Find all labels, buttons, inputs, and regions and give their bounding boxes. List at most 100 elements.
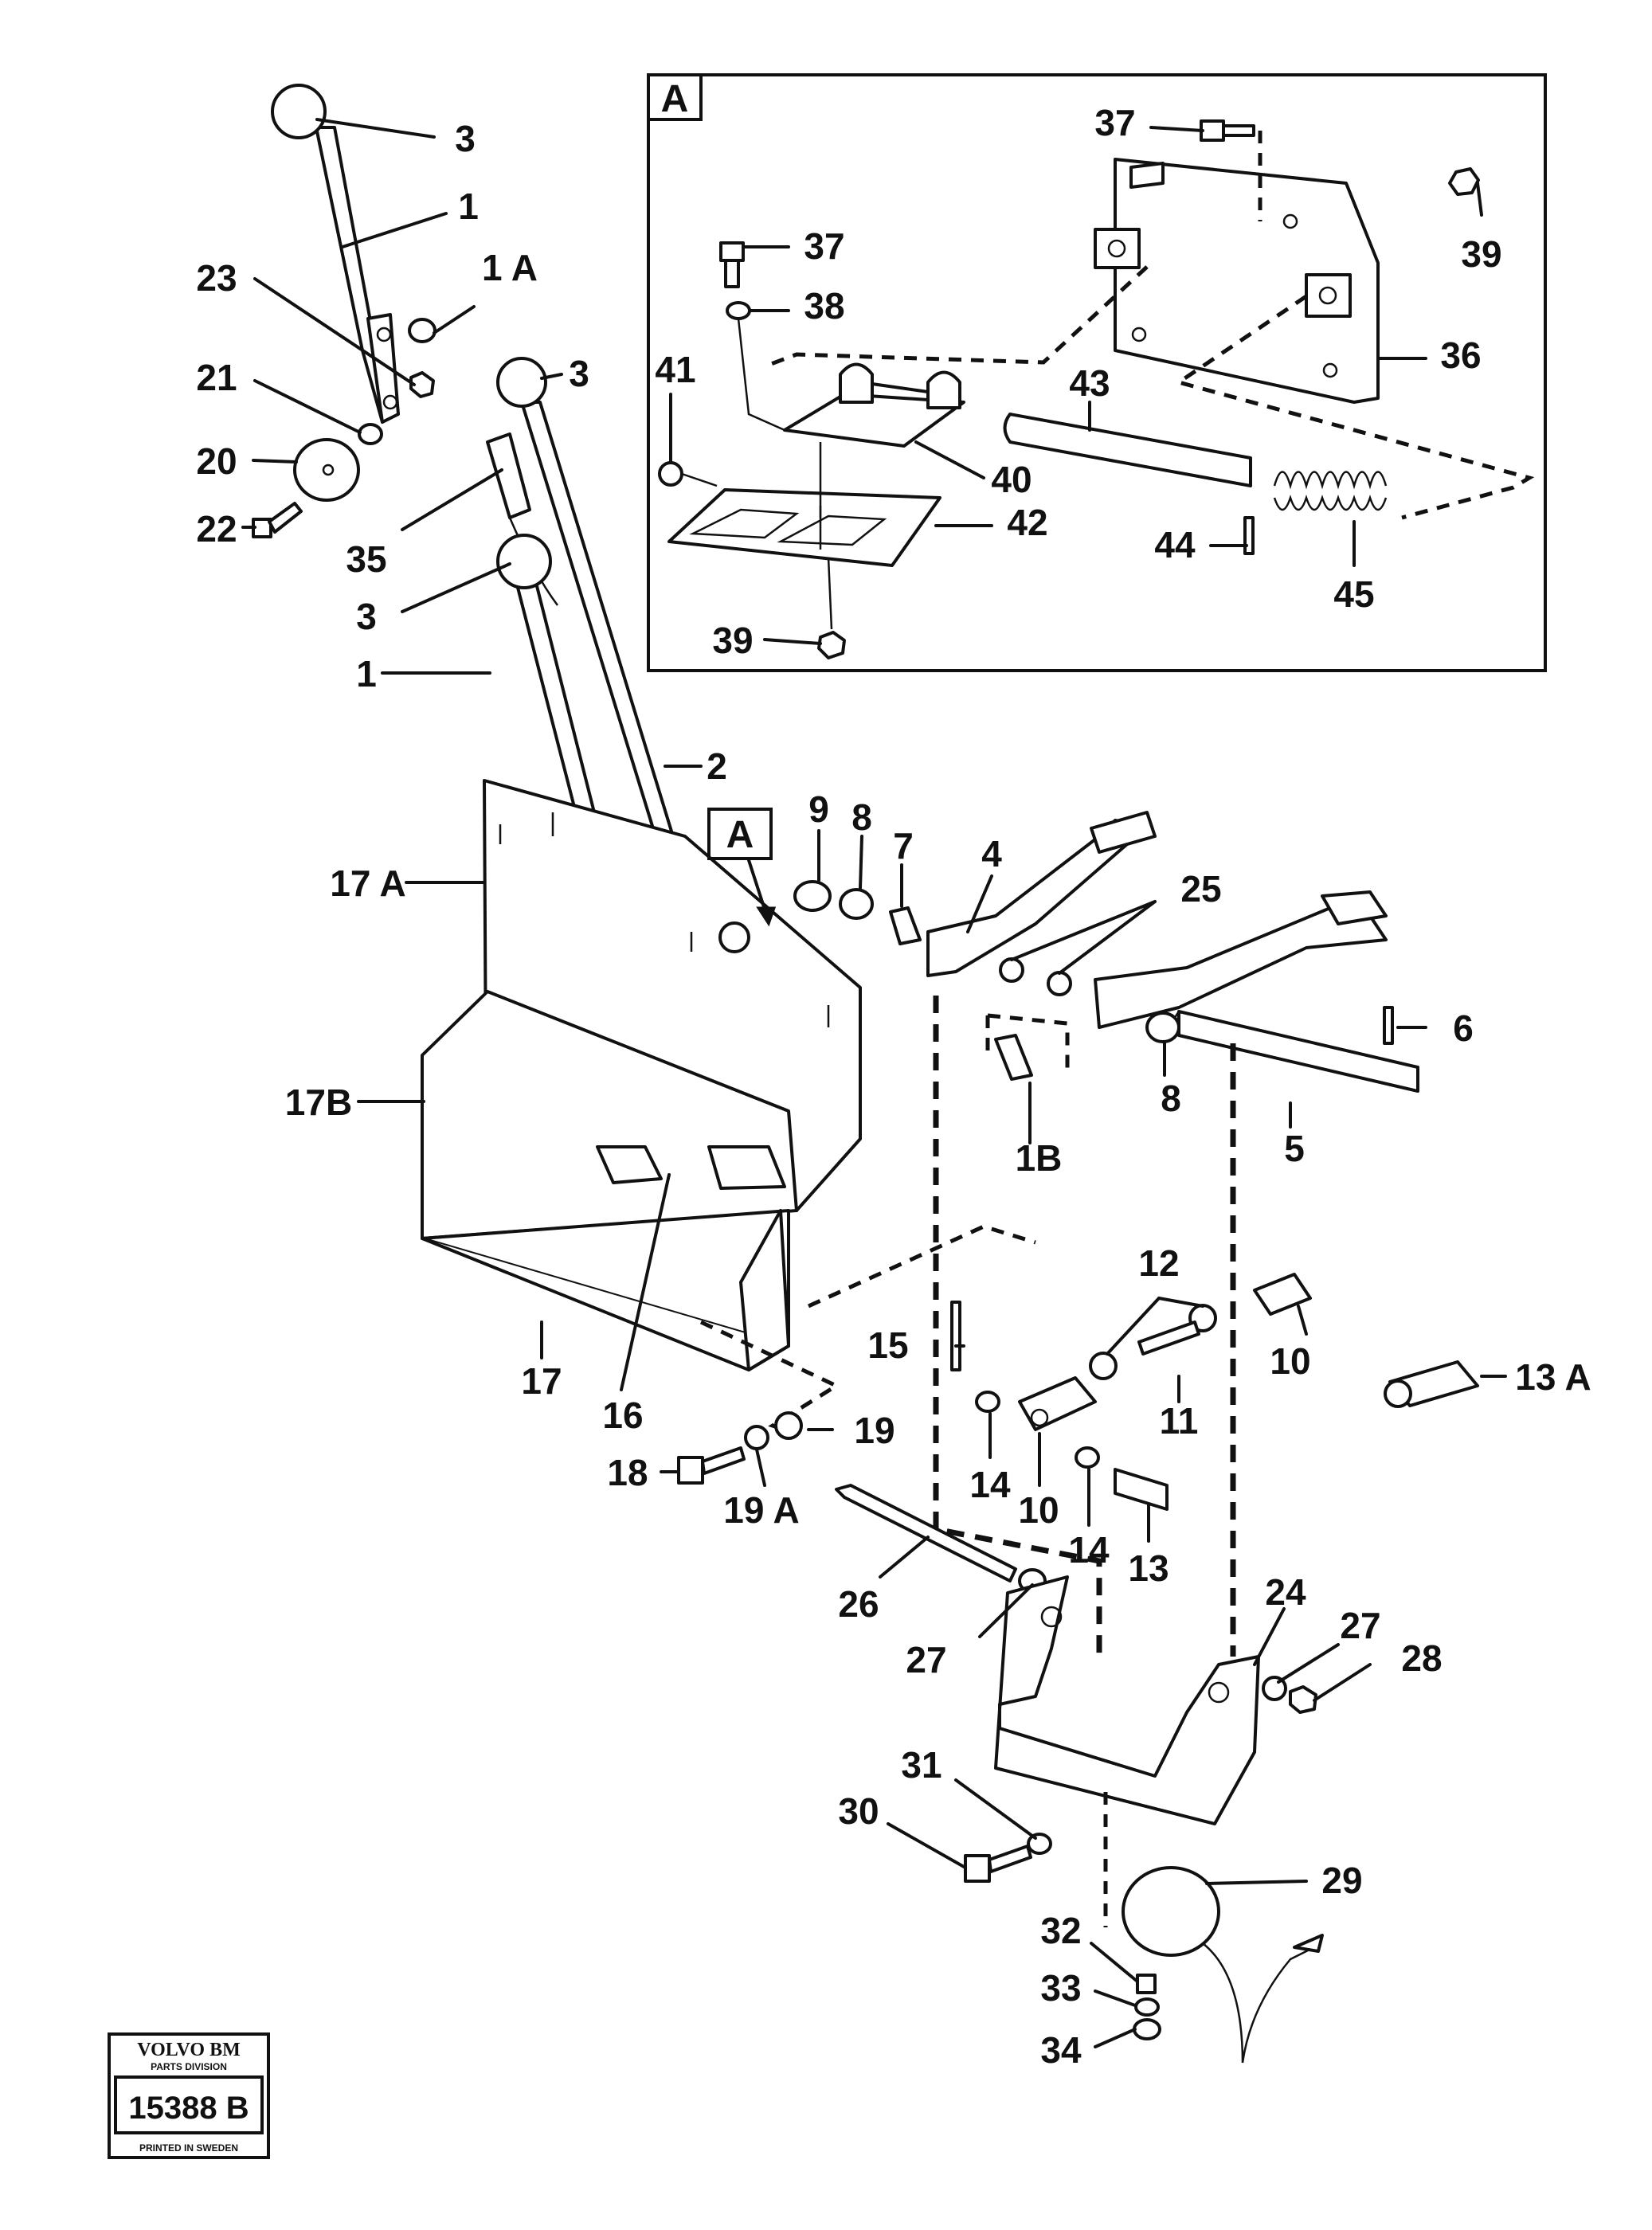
reference-marker-arrowhead bbox=[756, 906, 777, 927]
part-3-knob-middle bbox=[496, 357, 547, 408]
part-36-mounting-plate bbox=[1114, 158, 1380, 404]
bracket-ear bbox=[839, 362, 874, 404]
part-10-clevis-left bbox=[1018, 1376, 1097, 1431]
leader-27a bbox=[978, 1583, 1034, 1638]
callout-13A: 13 A bbox=[1515, 1356, 1591, 1398]
part-9-nut bbox=[793, 880, 832, 912]
part-20-damper bbox=[293, 438, 360, 502]
assembly-line bbox=[764, 265, 1149, 369]
leader-10a bbox=[1297, 1305, 1308, 1336]
callout-35: 35 bbox=[346, 538, 386, 580]
callout-27: 27 bbox=[1340, 1605, 1380, 1646]
callout-13: 13 bbox=[1128, 1547, 1169, 1589]
part-25-spacer bbox=[999, 957, 1024, 983]
callout-43: 43 bbox=[1069, 362, 1110, 404]
part-7-bushing bbox=[889, 906, 922, 945]
part-28-nut bbox=[1289, 1685, 1317, 1714]
cable-terminal bbox=[1293, 1934, 1324, 1953]
part-15-cotter-pin bbox=[950, 1301, 961, 1371]
leader-27b bbox=[1277, 1643, 1340, 1684]
part-25-spacer bbox=[1047, 971, 1072, 996]
part-19A-washer bbox=[744, 1425, 769, 1450]
callout-23: 23 bbox=[196, 257, 237, 299]
part-11-rod bbox=[1137, 1320, 1200, 1356]
part-3-knob-lower bbox=[496, 534, 552, 589]
assembly-line bbox=[827, 557, 833, 630]
callout-45: 45 bbox=[1333, 573, 1374, 615]
reference-marker-letter: A bbox=[726, 814, 754, 856]
leader-39b bbox=[763, 638, 822, 645]
part-40-bracket bbox=[783, 393, 965, 448]
callout-18: 18 bbox=[607, 1452, 648, 1493]
plate-tab bbox=[1129, 162, 1165, 189]
callout-8: 8 bbox=[851, 796, 872, 838]
part-37-bolt-top bbox=[1200, 119, 1255, 142]
callout-38: 38 bbox=[804, 285, 844, 327]
assembly-line bbox=[1174, 294, 1535, 520]
leader-34 bbox=[1094, 2028, 1137, 2048]
part-42-gate-plate bbox=[667, 488, 941, 567]
sensor-cable bbox=[1202, 1942, 1315, 2064]
leader-3c bbox=[401, 562, 511, 613]
assembly-line bbox=[807, 1224, 1036, 1309]
leader-37a bbox=[1149, 126, 1204, 132]
callout-16: 16 bbox=[602, 1395, 643, 1436]
part-43-rod bbox=[1003, 413, 1252, 487]
part-18-bolt bbox=[677, 1446, 746, 1485]
callout-33: 33 bbox=[1040, 1967, 1081, 2009]
plate-boss bbox=[718, 921, 750, 953]
console-bracket bbox=[421, 779, 862, 1371]
callout-12: 12 bbox=[1138, 1242, 1179, 1284]
callout-37: 37 bbox=[1094, 102, 1135, 143]
callout-21: 21 bbox=[196, 357, 237, 398]
leader-3a bbox=[315, 118, 436, 139]
gate-slot bbox=[689, 508, 800, 539]
lever-hole bbox=[376, 327, 392, 342]
part-22-screw bbox=[252, 502, 303, 538]
leader-21 bbox=[253, 379, 362, 434]
logo-number: 15388 B bbox=[128, 2091, 249, 2126]
part-1B-bushing bbox=[994, 1034, 1033, 1081]
assembly-line bbox=[737, 318, 785, 432]
part-21-washer bbox=[358, 423, 383, 445]
part-5-rod bbox=[1177, 1010, 1419, 1093]
callout-8: 8 bbox=[1161, 1078, 1181, 1119]
callout-15: 15 bbox=[867, 1324, 908, 1366]
plate-hole bbox=[1282, 213, 1298, 229]
part-41-ball bbox=[658, 461, 683, 487]
callout-6: 6 bbox=[1453, 1007, 1474, 1049]
logo-division: PARTS DIVISION bbox=[151, 2061, 227, 2072]
part-19-washer bbox=[774, 1411, 803, 1440]
part-24-bracket bbox=[994, 1575, 1260, 1825]
inset-frame bbox=[647, 73, 1547, 672]
fasteners-17 bbox=[677, 1411, 803, 1485]
part-38-washer bbox=[726, 301, 751, 320]
part-45-spring bbox=[1273, 471, 1388, 511]
logo-number-box bbox=[114, 2075, 264, 2134]
leader-28 bbox=[1313, 1663, 1372, 1702]
lever-hole bbox=[382, 394, 398, 410]
callout-labels: 3 1 1 A 23 21 20 22 3 35 3 1 2 17 A 17B … bbox=[196, 102, 1591, 2071]
part-6-pin bbox=[1383, 1006, 1394, 1045]
leader-29 bbox=[1205, 1880, 1308, 1885]
gate-slot bbox=[777, 514, 887, 546]
leader-31 bbox=[954, 1778, 1037, 1840]
logo-footer: PRINTED IN SWEDEN bbox=[139, 2142, 238, 2154]
plate-hole bbox=[1131, 327, 1147, 342]
leader-8a bbox=[859, 835, 863, 890]
volvo-bm-logo-stamp: VOLVO BM PARTS DIVISION 15388 B PRINTED … bbox=[108, 2032, 270, 2159]
inset-letter-box bbox=[647, 73, 703, 121]
lower-bracket bbox=[835, 1484, 1324, 2064]
part-12-nut-left bbox=[1089, 1352, 1118, 1380]
callout-30: 30 bbox=[838, 1790, 879, 1832]
callout-39: 39 bbox=[1461, 233, 1501, 275]
part-41-spring bbox=[681, 472, 718, 487]
leader-30 bbox=[887, 1822, 967, 1869]
bracket-hole bbox=[1208, 1681, 1230, 1704]
part-3-knob-upper bbox=[271, 84, 327, 139]
part-23-nut bbox=[409, 371, 435, 398]
callout-29: 29 bbox=[1321, 1860, 1362, 1901]
callout-4: 4 bbox=[981, 833, 1002, 874]
callout-41: 41 bbox=[655, 349, 695, 390]
part-32-screw bbox=[1136, 1974, 1157, 1994]
